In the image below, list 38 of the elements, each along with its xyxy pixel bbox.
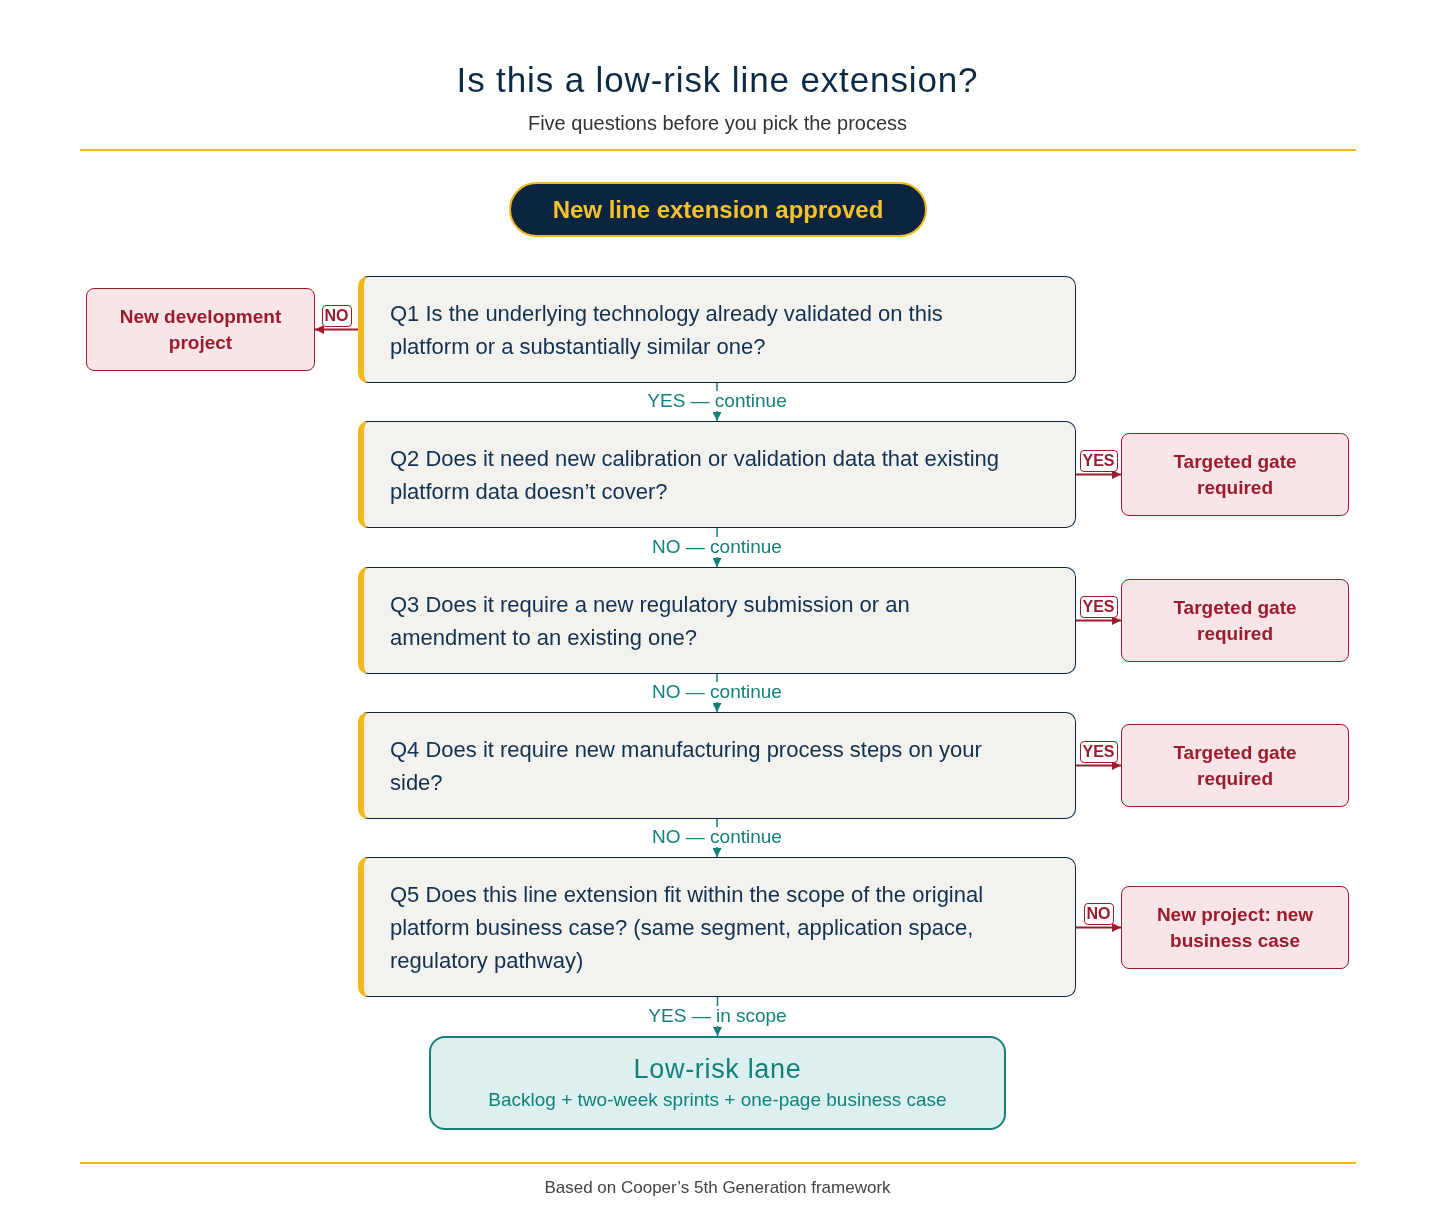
outcome-box bbox=[1121, 724, 1349, 807]
terminal-subtitle: Backlog + two-week sprints + one-page business case bbox=[488, 1088, 947, 1112]
question-text: Q1 Is the underlying technology already validated on this platform or a substantially similar one? bbox=[390, 299, 944, 361]
arrow bbox=[1075, 616, 1122, 625]
outcome-text: Targeted gate required bbox=[1172, 595, 1298, 646]
outcome-text: New development project bbox=[118, 304, 283, 355]
question-text: Q5 Does this line extension fit within the scope of the original platform business case? (same segment, application space, regulatory pathway) bbox=[390, 880, 985, 975]
edge-label: YES bbox=[1079, 449, 1118, 472]
arrow bbox=[1075, 923, 1122, 932]
outcome-box bbox=[1121, 433, 1349, 516]
question-box bbox=[358, 276, 1076, 383]
question-text: Q3 Does it require a new regulatory submission or an amendment to an existing one? bbox=[390, 590, 911, 652]
outcome-text: Targeted gate required bbox=[1172, 449, 1298, 500]
edge-label: NO bbox=[321, 304, 352, 327]
edge-label: YES bbox=[1079, 595, 1118, 618]
arrow bbox=[314, 325, 359, 334]
question-box bbox=[358, 421, 1076, 528]
outcome-box bbox=[1121, 579, 1349, 662]
question-text: Q4 Does it require new manufacturing process steps on your side? bbox=[390, 735, 983, 797]
question-box bbox=[358, 567, 1076, 674]
diagram-subtitle: Five questions before you pick the process bbox=[526, 111, 909, 136]
terminal-text: New line extension approved bbox=[552, 194, 884, 225]
terminal-title: Low-risk lane bbox=[633, 1053, 802, 1086]
outcome-box bbox=[1121, 886, 1349, 969]
edge-label: NO bbox=[1083, 902, 1114, 925]
outcome-box bbox=[86, 288, 315, 371]
arrow bbox=[1075, 761, 1122, 770]
diagram-title: Is this a low-risk line extension? bbox=[455, 59, 980, 101]
start-terminal bbox=[509, 182, 927, 237]
arrow bbox=[1075, 470, 1122, 479]
outcome-text: New project: new business case bbox=[1155, 902, 1315, 953]
question-box bbox=[358, 712, 1076, 819]
question-box bbox=[358, 857, 1076, 997]
end-terminal bbox=[429, 1036, 1006, 1130]
footer-note: Based on Cooper’s 5th Generation framework bbox=[543, 1177, 892, 1199]
edge-label: YES bbox=[1079, 740, 1118, 763]
outcome-text: Targeted gate required bbox=[1172, 740, 1298, 791]
question-text: Q2 Does it need new calibration or validation data that existing platform data doesn’t cover? bbox=[390, 444, 1001, 506]
